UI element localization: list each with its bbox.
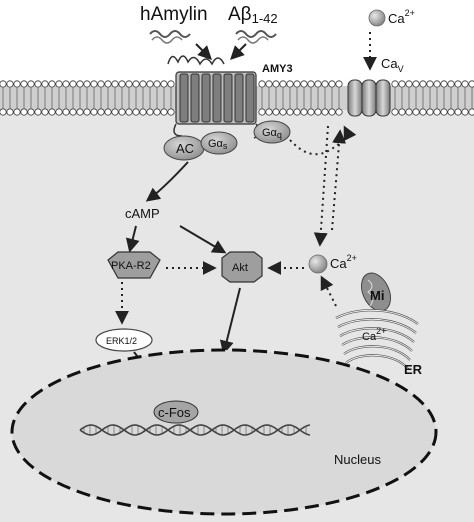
ac-to-camp-arrow — [145, 161, 189, 202]
ac-label: AC — [176, 141, 194, 156]
g-alpha-s-label: Gαs — [208, 138, 228, 151]
mitochondrion — [360, 272, 392, 312]
erk-label: ERK1/2 — [106, 336, 137, 346]
amy3-receptor — [167, 55, 261, 139]
voltage-gated-ca-channel — [347, 79, 391, 117]
akt-label: Akt — [232, 262, 248, 274]
abeta-peptide-icon — [235, 30, 277, 44]
abeta-label: Aβ1-42 — [228, 4, 278, 26]
hamylin-peptide-icon — [149, 30, 191, 44]
nucleus-label: Nucleus — [334, 452, 381, 467]
erk-node — [95, 328, 153, 352]
cfos-label: c-Fos — [158, 405, 191, 420]
channel-to-ca-arrow — [313, 125, 329, 247]
ca-to-channel-arrow — [331, 129, 347, 231]
mito-label: Mi — [370, 288, 384, 303]
hamylin-binding-arrow — [195, 43, 212, 60]
ca-ion-extracellular-label: Ca2+ — [388, 8, 415, 26]
er-label: ER — [404, 362, 423, 377]
camp-to-pka-arrow — [125, 225, 140, 253]
dna-helix-icon — [79, 424, 311, 436]
amy3-label: AMY3 — [262, 63, 293, 75]
cfos-node — [153, 400, 199, 424]
ca-ion-cytosolic-icon — [308, 254, 328, 274]
ca-channel-label: CaV — [381, 56, 404, 74]
camp-label: cAMP — [125, 206, 160, 221]
pka-r2-label: PKA-R2 — [111, 260, 151, 272]
ca-ion-cytosolic-label: Ca2+ — [330, 253, 357, 271]
g-alpha-s-protein — [200, 131, 238, 155]
g-alpha-q-protein — [253, 120, 291, 144]
akt-to-nucleus-arrow — [219, 287, 241, 355]
abeta-binding-arrow — [230, 43, 247, 60]
er-ca-label: Ca2+ — [362, 326, 386, 343]
g-alpha-q-label: Gαq — [262, 127, 282, 140]
endoplasmic-reticulum — [335, 309, 419, 370]
ca-ion-extracellular-icon — [368, 9, 386, 27]
akt-node — [221, 251, 263, 283]
camp-to-akt-arrow — [179, 225, 227, 254]
hamylin-label: hAmylin — [140, 4, 208, 25]
nucleus — [10, 348, 438, 516]
pka-r2-node — [107, 251, 161, 279]
